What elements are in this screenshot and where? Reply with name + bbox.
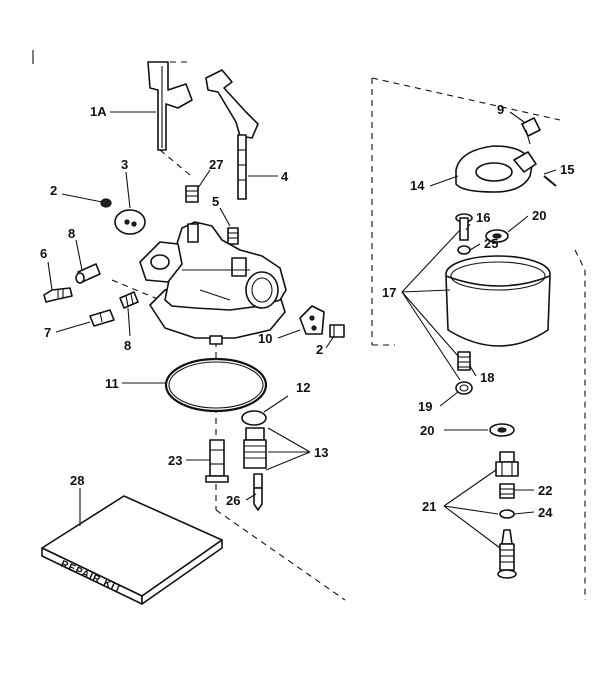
callout-5: 5 [212, 194, 219, 209]
part-28-repair-kit: REPAIR KIT [41, 495, 223, 605]
float-bowl [445, 255, 551, 347]
callout-1a: 1A [90, 104, 107, 119]
part-26-needle [253, 473, 263, 511]
part-18-spring [457, 351, 471, 371]
part-8-lower-fitting [119, 291, 139, 309]
part-14-float-bowl-cover [455, 145, 537, 193]
callout-2-upper: 2 [50, 183, 57, 198]
callout-16: 16 [476, 210, 490, 225]
carburetor-body [139, 221, 287, 345]
part-21-bowl-nut [495, 451, 519, 477]
callout-26: 26 [226, 493, 240, 508]
callout-12: 12 [296, 380, 310, 395]
callout-7: 7 [44, 325, 51, 340]
part-24-o-ring [499, 509, 515, 519]
assembly-guide-lines [32, 50, 586, 601]
callout-4: 4 [281, 169, 289, 184]
callout-14: 14 [410, 178, 425, 193]
part-20-washer-upper [485, 229, 509, 243]
part-20-washer-lower [489, 423, 515, 437]
callout-8-upper: 8 [68, 226, 75, 241]
part-2-screw-lower [329, 324, 345, 338]
callout-9: 9 [497, 102, 504, 117]
callout-21: 21 [422, 499, 436, 514]
part-7-screw [89, 309, 115, 327]
part-3-throttle-plate [114, 209, 146, 235]
part-15-pin [543, 175, 557, 187]
callout-24: 24 [538, 505, 553, 520]
part-25-washer [457, 245, 471, 255]
callout-2-lower: 2 [316, 342, 323, 357]
callout-3: 3 [121, 157, 128, 172]
part-9-knob [521, 117, 541, 145]
callout-28: 28 [70, 473, 84, 488]
callout-labels: 1A 2 3 27 4 5 8 6 7 8 10 2 11 12 13 23 2… [40, 102, 574, 520]
part-6-screw [43, 287, 73, 303]
callout-13: 13 [314, 445, 328, 460]
callout-20-upper: 20 [532, 208, 546, 223]
part-27-spring [185, 185, 199, 203]
callout-25: 25 [484, 236, 498, 251]
leader-lines [47, 111, 557, 549]
part-19-washer [455, 381, 473, 395]
part-23-jet [205, 439, 229, 483]
part-11-gasket [164, 357, 268, 413]
part-1a-throttle-shaft [147, 61, 193, 151]
part-5-idle-screw [227, 227, 239, 245]
callout-10: 10 [258, 331, 272, 346]
callout-22: 22 [538, 483, 552, 498]
part-22-spring [499, 483, 515, 499]
callout-23: 23 [168, 453, 182, 468]
part-21-adjust-needle [497, 529, 517, 579]
part-2-screw [100, 198, 112, 208]
part-4-choke-shaft [205, 69, 259, 200]
part-13-nozzle [243, 427, 267, 469]
callout-17: 17 [382, 285, 396, 300]
callout-11: 11 [105, 376, 119, 391]
callout-15: 15 [560, 162, 574, 177]
callout-20-lower: 20 [420, 423, 434, 438]
callout-27: 27 [209, 157, 223, 172]
callout-6: 6 [40, 246, 47, 261]
part-16-screw [455, 213, 473, 241]
part-10-bracket [299, 305, 325, 335]
part-8-upper-fitting [75, 263, 101, 284]
part-12-o-ring [241, 410, 267, 426]
callout-18: 18 [480, 370, 494, 385]
callout-8-lower: 8 [124, 338, 131, 353]
callout-19: 19 [418, 399, 432, 414]
